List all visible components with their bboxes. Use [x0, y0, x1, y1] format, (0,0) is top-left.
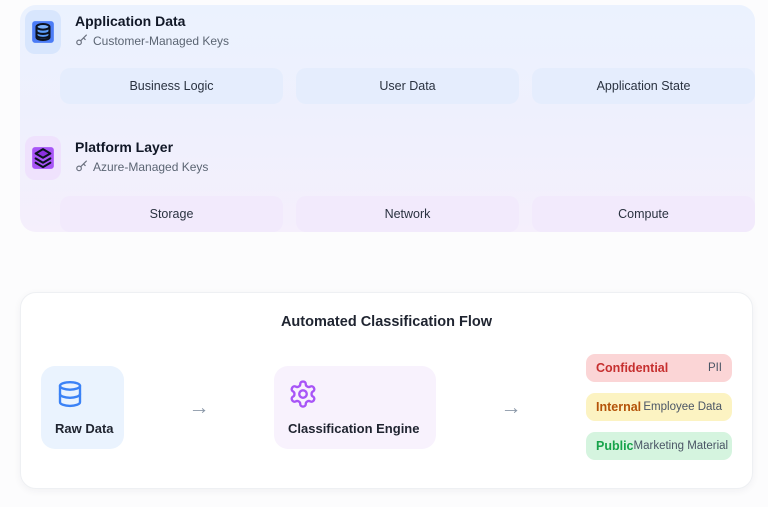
badge-internal-example: Employee Data	[643, 401, 722, 413]
platform-key-management-label: Azure-Managed Keys	[93, 159, 209, 174]
application-layer-header: Application Data Customer-Managed Keys	[25, 10, 755, 54]
gear-icon	[288, 379, 318, 409]
classification-flow-row: Raw Data → Classification Engine → Confi…	[21, 354, 752, 460]
application-key-management-label: Customer-Managed Keys	[93, 33, 230, 48]
database-icon	[30, 19, 56, 45]
badge-internal-name: Internal	[596, 400, 642, 414]
raw-data-label: Raw Data	[55, 420, 114, 436]
application-layer-titles: Application Data Customer-Managed Keys	[75, 10, 229, 48]
badge-public: Public Marketing Material	[586, 432, 732, 460]
arrow-right-icon: →	[188, 395, 210, 419]
raw-data-node: Raw Data	[41, 365, 124, 449]
layer-group-application: Application Data Customer-Managed Keys B…	[25, 10, 755, 104]
item-application-state: Application State	[532, 68, 755, 104]
application-layer-title: Application Data	[75, 13, 186, 29]
arrow-right-icon: →	[500, 395, 522, 419]
layer-group-platform: Platform Layer Azure-Managed Keys Storag…	[25, 136, 755, 232]
badge-public-name: Public	[596, 439, 634, 453]
badge-confidential: Confidential PII	[586, 354, 732, 382]
item-network: Network	[296, 196, 519, 232]
badge-confidential-example: PII	[707, 362, 722, 374]
encryption-layers-panel: Application Data Customer-Managed Keys B…	[20, 5, 755, 232]
classification-engine-node: Classification Engine	[274, 365, 436, 449]
classification-flow-title: Automated Classification Flow	[280, 314, 493, 330]
key-icon	[75, 34, 88, 47]
platform-items-row: Storage Network Compute	[60, 196, 755, 232]
application-items-row: Business Logic User Data Application Sta…	[60, 68, 755, 104]
badge-internal: Internal Employee Data	[586, 393, 732, 421]
platform-layer-subtitle: Azure-Managed Keys	[75, 160, 208, 174]
key-icon	[75, 160, 88, 173]
badge-public-example: Marketing Material	[633, 440, 729, 452]
layers-icon	[30, 145, 56, 171]
platform-layer-titles: Platform Layer Azure-Managed Keys	[75, 136, 208, 174]
classification-flow-card: Automated Classification Flow Raw Data →…	[20, 292, 753, 489]
database-outline-icon	[55, 379, 85, 409]
item-compute: Compute	[532, 196, 755, 232]
application-icon-tile	[25, 10, 61, 54]
platform-layer-title: Platform Layer	[75, 139, 174, 155]
classification-engine-label: Classification Engine	[288, 420, 420, 436]
item-user-data: User Data	[296, 68, 519, 104]
application-layer-subtitle: Customer-Managed Keys	[75, 34, 229, 48]
classification-labels-column: Confidential PII Internal Employee Data …	[586, 354, 732, 460]
item-business-logic: Business Logic	[60, 68, 283, 104]
badge-confidential-name: Confidential	[596, 361, 669, 375]
platform-icon-tile	[25, 136, 61, 180]
platform-layer-header: Platform Layer Azure-Managed Keys	[25, 136, 755, 180]
item-storage: Storage	[60, 196, 283, 232]
